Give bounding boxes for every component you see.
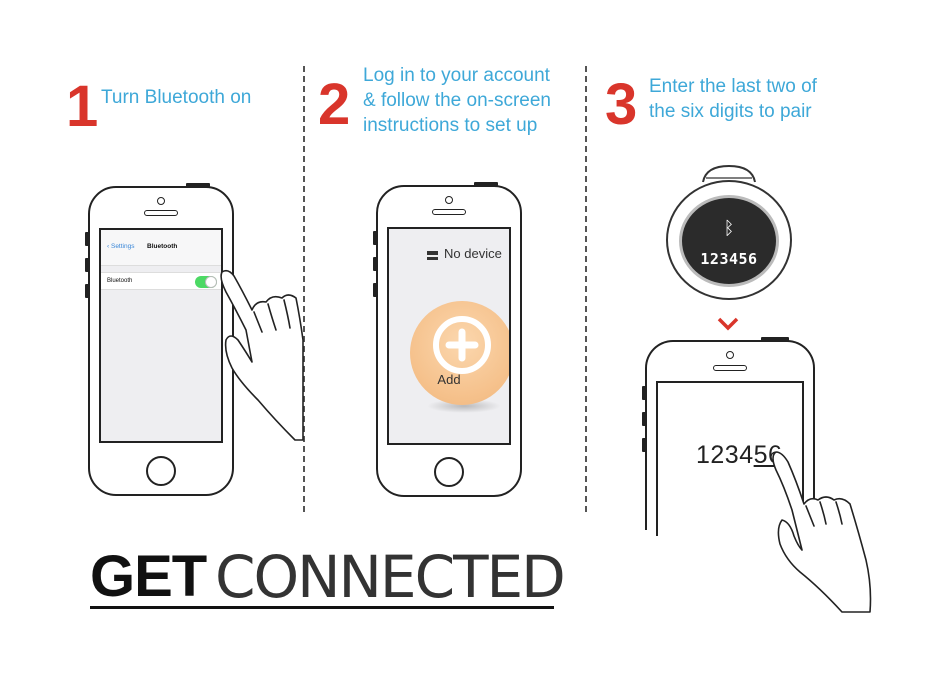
phone-2-volume-button	[373, 283, 377, 297]
title-connected: CONNECTED	[215, 543, 566, 611]
phone-1-camera	[157, 197, 165, 205]
settings-nav-bar: ‹ Settings Bluetooth	[101, 230, 221, 266]
phone-1-speaker	[144, 210, 178, 216]
add-label: Add	[437, 372, 461, 387]
hand-3-icon	[772, 451, 872, 613]
step-2-text: Log in to your account & follow the on-s…	[363, 63, 551, 138]
phone-2-screen: No device Add	[387, 227, 511, 445]
tracker-code: 123456	[700, 250, 758, 268]
phone-1-volume-button	[85, 232, 89, 246]
step-1-text: Turn Bluetooth on	[101, 85, 251, 110]
phone-2-camera	[445, 196, 453, 204]
bluetooth-toggle[interactable]	[195, 276, 217, 288]
divider-2	[585, 66, 587, 512]
phone-3-speaker	[713, 365, 747, 371]
add-device-button[interactable]	[410, 301, 509, 405]
phone-3-power-button	[761, 337, 789, 341]
step-1-number: 1	[66, 74, 99, 139]
phone-1-screen: ‹ Settings Bluetooth Bluetooth	[99, 228, 223, 443]
phone-2-power-button	[474, 182, 498, 186]
tracker-display: ᛒ 123456	[679, 195, 779, 287]
step-1-line-1: Turn Bluetooth on	[101, 87, 252, 108]
title-get: GET	[90, 544, 207, 609]
step-2-line-2: & follow the on-screen	[363, 90, 551, 111]
device-icon	[427, 251, 438, 260]
phone-1: ‹ Settings Bluetooth Bluetooth	[85, 183, 234, 496]
step-2-line-1: Log in to your account	[363, 65, 550, 86]
step-3-text: Enter the last two of the six digits to …	[649, 74, 817, 124]
step-3-number: 3	[605, 72, 638, 137]
step-3-line-2: the six digits to pair	[649, 101, 812, 122]
phone-2-home-button	[434, 457, 464, 487]
phone-1-home-button	[146, 456, 176, 486]
pairing-code-prefix: 1234	[696, 441, 754, 469]
bluetooth-row: Bluetooth	[101, 272, 221, 290]
bluetooth-icon: ᛒ	[723, 218, 735, 239]
step-2-number: 2	[318, 72, 351, 137]
phone-1-volume-button	[85, 284, 89, 298]
step-2-line-3: instructions to set up	[363, 115, 538, 136]
phone-2-volume-button	[373, 231, 377, 245]
phone-3-volume-button	[642, 412, 646, 426]
phone-3-camera	[726, 351, 734, 359]
divider-1	[303, 66, 305, 512]
phone-1-volume-button	[85, 258, 89, 272]
phone-2-speaker	[432, 209, 466, 215]
phone-3-volume-button	[642, 386, 646, 400]
plus-circle-icon	[433, 316, 491, 374]
phone-2: No device Add	[373, 182, 522, 497]
bluetooth-toggle-knob	[205, 276, 217, 288]
hand-1-icon	[220, 269, 304, 441]
bluetooth-row-label: Bluetooth	[107, 278, 133, 284]
settings-nav-title: Bluetooth	[147, 243, 178, 250]
phone-3-volume-button	[642, 438, 646, 452]
phone-1-power-button	[186, 183, 210, 187]
phone-2-volume-button	[373, 257, 377, 271]
no-device-text: No device	[444, 246, 502, 261]
settings-back-link[interactable]: ‹ Settings	[107, 243, 135, 250]
step-3-line-1: Enter the last two of	[649, 76, 817, 97]
phone-3: 123456	[642, 337, 815, 536]
phone-3-screen: 123456	[656, 381, 804, 536]
title-underline	[90, 606, 554, 609]
